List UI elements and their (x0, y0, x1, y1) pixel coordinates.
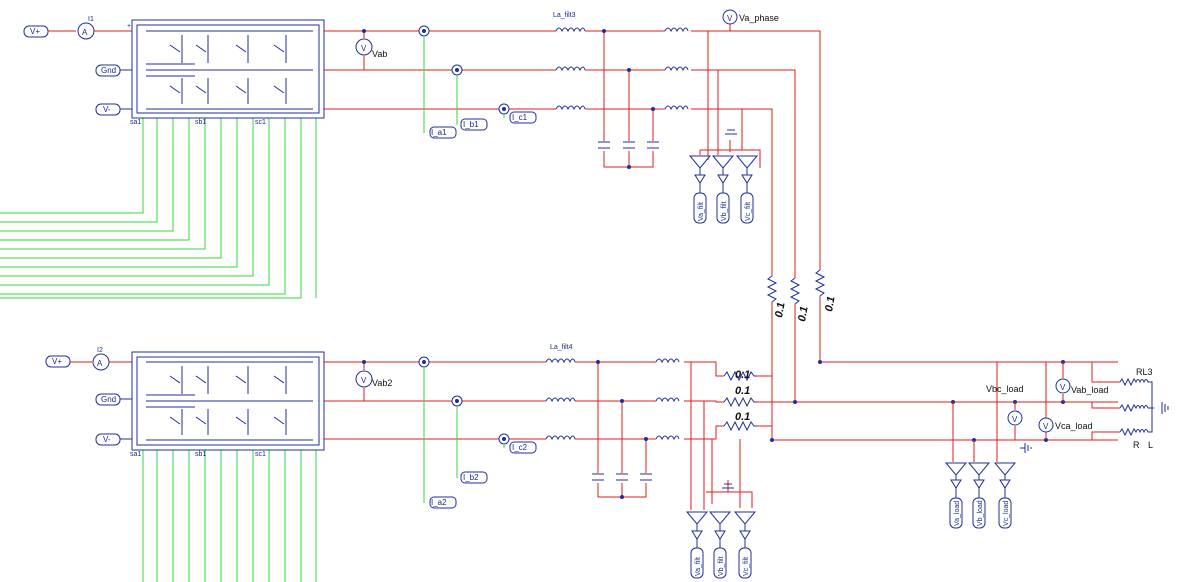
svg-text:V: V (361, 44, 367, 53)
svg-text:Vab_load: Vab_load (1071, 385, 1108, 395)
top-phase-voltmeter[interactable]: V Va_phase (722, 9, 779, 31)
svg-text:L: L (1148, 440, 1153, 450)
vab-load-voltmeter[interactable]: V Vab_load (1055, 362, 1108, 402)
top-supply-gnd[interactable]: Gnd (95, 64, 121, 77)
svg-text:RL3: RL3 (1136, 367, 1153, 377)
svg-text:V-: V- (103, 435, 111, 444)
svg-text:Vb_filt: Vb_filt (718, 556, 725, 576)
load-voltage-sensors[interactable]: Va_load Vb_load Vc_load (944, 362, 1020, 529)
svg-text:I2: I2 (97, 347, 103, 354)
tie-resistors[interactable]: 0.1 0.1 0.1 (766, 269, 838, 440)
top-voltage-sensors[interactable]: Va_filt Vb_filt Vc_filt (688, 31, 761, 224)
svg-text:V-: V- (103, 105, 111, 114)
svg-text:I_a1: I_a1 (431, 128, 447, 137)
svg-text:0.1: 0.1 (823, 295, 837, 312)
svg-text:La_filt3: La_filt3 (553, 12, 576, 19)
svg-text:0.1: 0.1 (735, 369, 750, 381)
bottom-supply-negative[interactable]: V- (95, 433, 121, 446)
top-current-probe-b[interactable]: I_b1 (451, 64, 488, 131)
bottom-voltage-sensors[interactable]: Va_filt Vb_filt Vc_filt (685, 362, 757, 579)
svg-text:R: R (1133, 440, 1140, 450)
svg-text:I_c2: I_c2 (512, 443, 528, 452)
top-filter-capacitors[interactable] (598, 29, 659, 169)
svg-text:0.1: 0.1 (735, 385, 750, 397)
svg-text:I_a2: I_a2 (431, 498, 447, 507)
top-supply-negative[interactable]: V- (95, 103, 121, 116)
svg-text:V+: V+ (52, 357, 62, 366)
svg-text:A: A (97, 359, 103, 368)
bottom-current-probe-a[interactable]: I_a2 (418, 356, 457, 509)
svg-text:Vc_filt: Vc_filt (743, 557, 750, 576)
top-phase-lines (324, 30, 821, 278)
svg-text:V+: V+ (30, 27, 40, 36)
ground-symbol (1020, 443, 1032, 453)
top-supply-positive[interactable]: V+ (23, 25, 49, 38)
svg-text:V: V (727, 14, 733, 23)
svg-text:0.1: 0.1 (773, 301, 787, 318)
vca-load-voltmeter[interactable]: V Vca_load (1038, 362, 1093, 440)
svg-text:I_b2: I_b2 (463, 473, 479, 482)
top-current-probe-a[interactable]: I_a1 (418, 25, 457, 139)
svg-text:sb1: sb1 (195, 119, 206, 126)
vbc-load-voltmeter[interactable]: Vbc_load V (986, 384, 1024, 440)
svg-text:sc1: sc1 (255, 119, 266, 126)
bottom-supply-positive[interactable]: V+ (45, 355, 71, 368)
svg-text:Vca_load: Vca_load (1055, 421, 1093, 431)
bottom-phase-lines (324, 361, 1118, 441)
svg-text:Gnd: Gnd (101, 66, 116, 75)
svg-text:V: V (1043, 422, 1049, 431)
svg-text:V: V (1060, 383, 1066, 392)
svg-text:Va_filt: Va_filt (695, 557, 702, 576)
top-inverter-bridge[interactable]: sa1 sb1 sc1 (130, 19, 325, 126)
top-filter-inductors[interactable] (555, 27, 689, 111)
svg-text:sa1: sa1 (130, 119, 141, 126)
svg-text:V: V (1012, 415, 1018, 424)
svg-text:0.1: 0.1 (796, 305, 810, 322)
svg-text:sa1: sa1 (130, 451, 141, 458)
bottom-gate-signal-lines (142, 450, 317, 582)
svg-text:Gnd: Gnd (101, 395, 116, 404)
svg-text:Vc_filt: Vc_filt (745, 202, 752, 221)
top-gate-signal-lines (0, 118, 317, 299)
svg-text:Vab: Vab (372, 49, 387, 59)
svg-text:Vbc_load: Vbc_load (986, 384, 1024, 394)
svg-text:Vab2: Vab2 (372, 378, 392, 388)
svg-text:Va_phase: Va_phase (739, 13, 779, 23)
svg-text:V: V (361, 376, 367, 385)
top-current-probe-c[interactable]: I_c1 (498, 103, 537, 124)
rl-load[interactable]: RL3 R L (1091, 362, 1169, 450)
svg-text:I_b1: I_b1 (463, 120, 479, 129)
bus-junctions (770, 360, 1065, 442)
bottom-inverter-bridge[interactable]: sa1 sb1 sc1 (130, 351, 325, 458)
bottom-filter-capacitors[interactable] (592, 360, 652, 499)
bottom-supply-gnd[interactable]: Gnd (95, 393, 121, 406)
svg-text:La_filt4: La_filt4 (550, 344, 573, 351)
svg-text:Va_load: Va_load (954, 501, 961, 526)
bottom-vab-voltmeter[interactable]: V Vab2 (355, 360, 392, 401)
svg-text:sc1: sc1 (255, 451, 266, 458)
bottom-filter-inductors[interactable] (545, 358, 680, 441)
svg-text:A: A (82, 28, 88, 37)
top-vab-voltmeter[interactable]: V Vab (355, 29, 387, 70)
svg-text:Vb_load: Vb_load (977, 500, 984, 526)
bottom-current-probe-b[interactable]: I_b2 (451, 395, 488, 484)
svg-text:Vc_load: Vc_load (1003, 501, 1010, 526)
bottom-current-probe-c[interactable]: I_c2 (498, 433, 537, 454)
svg-text:sb1: sb1 (195, 451, 206, 458)
top-ammeter[interactable]: A I1 (77, 16, 95, 40)
svg-text:I1: I1 (88, 16, 94, 23)
series-resistors[interactable]: 0.1 0.1 0.1 (723, 369, 757, 432)
bottom-ammeter[interactable]: A I2 (92, 347, 110, 371)
svg-text:I_c1: I_c1 (512, 113, 528, 122)
svg-text:0.1: 0.1 (735, 411, 750, 423)
svg-text:+: + (127, 23, 131, 30)
svg-text:Va_filt: Va_filt (698, 202, 705, 221)
svg-text:Vb_filt: Vb_filt (721, 201, 728, 221)
